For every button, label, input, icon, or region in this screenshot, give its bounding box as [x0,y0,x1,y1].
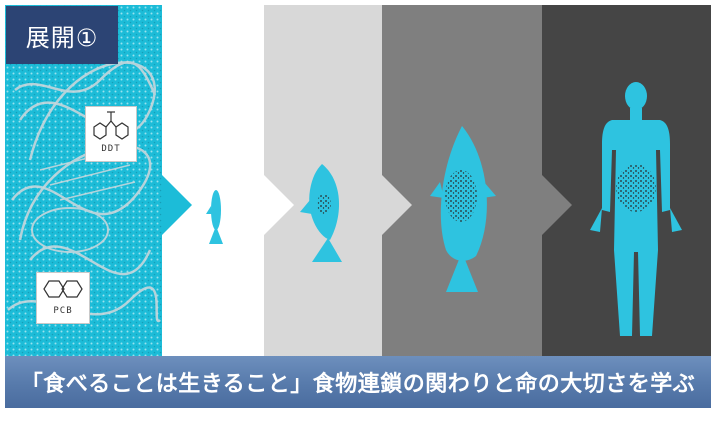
panel-small-fish [162,5,264,360]
pcb-card: PCB [36,272,90,324]
plastic-debris-icon [7,61,161,323]
ddt-structure-icon [93,111,129,140]
caption-text: 「食べることは生きること」食物連鎖の関わりと命の大切さを学ぶ [20,372,696,397]
small-fish-icon [206,190,223,244]
arrow-2 [264,175,294,235]
pcb-label: PCB [53,306,73,316]
ddt-label: DDT [101,144,121,154]
arrow-3 [382,175,412,235]
section-tag: 展開① [6,6,118,64]
arrow-1 [162,175,192,235]
ddt-card: DDT [85,106,137,162]
arrow-4 [542,175,572,235]
pcb-structure-icon [43,280,83,298]
human-figure-icon [590,82,682,336]
caption-banner: 「食べることは生きること」食物連鎖の関わりと命の大切さを学ぶ [5,356,711,408]
